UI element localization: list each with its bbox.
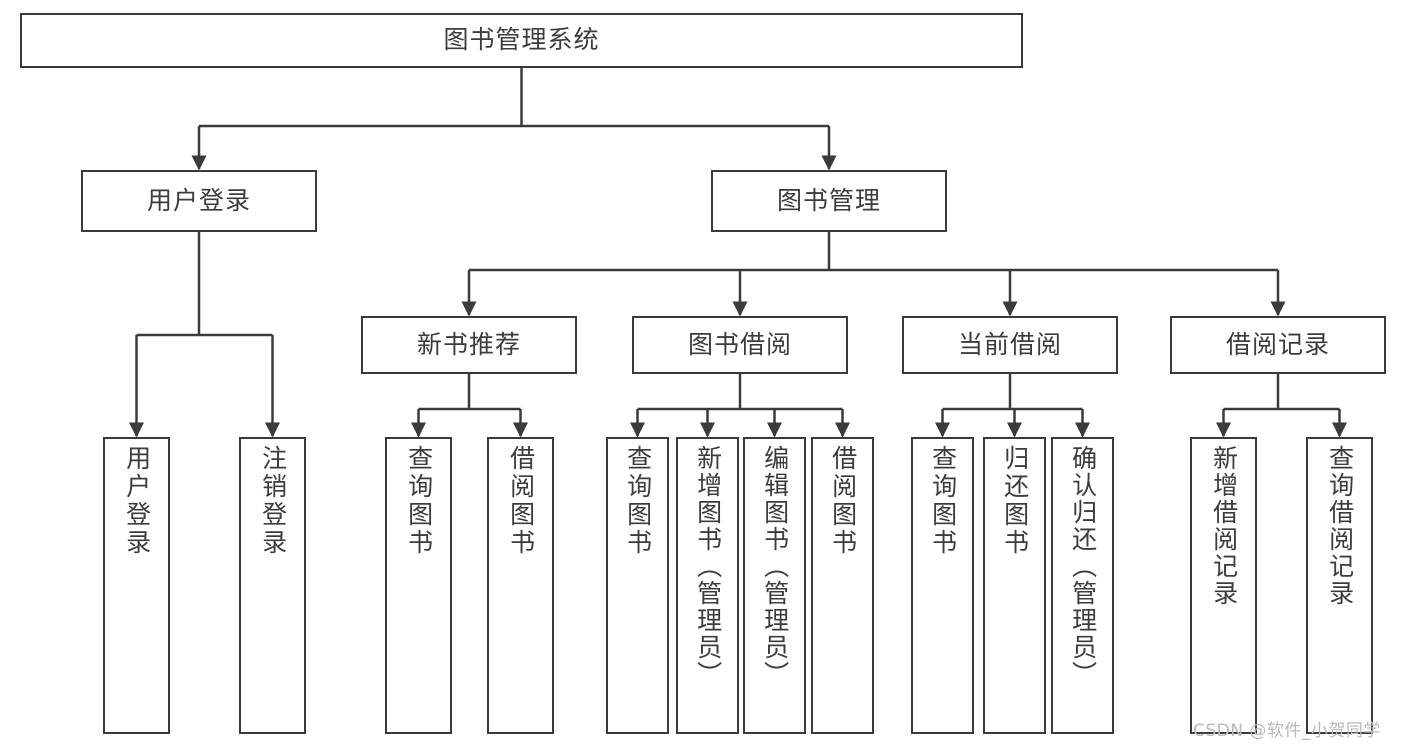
node-label: 图书管理系统 bbox=[443, 25, 600, 55]
node-new-book-recommend[interactable]: 新书推荐 bbox=[361, 316, 577, 374]
node-leaf-confirm-return[interactable]: 确认归还（管理员） bbox=[1051, 437, 1114, 734]
node-label: 新增图书（管理员） bbox=[693, 445, 723, 688]
node-leaf-edit-book[interactable]: 编辑图书（管理员） bbox=[743, 437, 806, 734]
node-label: 借阅记录 bbox=[1225, 329, 1330, 359]
node-root[interactable]: 图书管理系统 bbox=[20, 13, 1023, 68]
node-label: 图书管理 bbox=[776, 185, 881, 215]
node-label: 查询图书 bbox=[623, 445, 653, 557]
node-label: 新增借阅记录 bbox=[1209, 445, 1239, 607]
node-book-borrow[interactable]: 图书借阅 bbox=[632, 316, 848, 374]
node-current-borrow[interactable]: 当前借阅 bbox=[902, 316, 1118, 374]
node-user-login[interactable]: 用户登录 bbox=[81, 170, 317, 232]
node-label: 新书推荐 bbox=[416, 329, 521, 359]
node-leaf-return-book[interactable]: 归还图书 bbox=[983, 437, 1046, 734]
node-label: 借阅图书 bbox=[506, 445, 536, 557]
node-leaf-add-record[interactable]: 新增借阅记录 bbox=[1190, 437, 1257, 734]
node-label: 图书借阅 bbox=[687, 329, 792, 359]
node-leaf-query-book-1[interactable]: 查询图书 bbox=[385, 437, 452, 734]
node-label: 查询借阅记录 bbox=[1325, 445, 1355, 607]
node-label: 编辑图书（管理员） bbox=[760, 445, 790, 688]
node-leaf-query-book-2[interactable]: 查询图书 bbox=[606, 437, 669, 734]
node-label: 用户登录 bbox=[146, 185, 251, 215]
node-book-manage[interactable]: 图书管理 bbox=[711, 170, 947, 232]
node-label: 确认归还（管理员） bbox=[1068, 445, 1098, 688]
node-label: 查询图书 bbox=[928, 445, 958, 557]
node-label: 归还图书 bbox=[1000, 445, 1030, 557]
node-leaf-query-book-3[interactable]: 查询图书 bbox=[911, 437, 974, 734]
node-leaf-logout[interactable]: 注销登录 bbox=[239, 437, 306, 734]
node-label: 注销登录 bbox=[258, 445, 288, 557]
csdn-watermark: CSDN @软件_小贺同学 bbox=[1193, 721, 1381, 741]
node-label: 查询图书 bbox=[404, 445, 434, 557]
node-leaf-borrow-book-1[interactable]: 借阅图书 bbox=[487, 437, 554, 734]
node-label: 用户登录 bbox=[122, 445, 152, 557]
node-leaf-add-book[interactable]: 新增图书（管理员） bbox=[676, 437, 739, 734]
node-borrow-record[interactable]: 借阅记录 bbox=[1170, 316, 1386, 374]
node-leaf-user-login[interactable]: 用户登录 bbox=[103, 437, 170, 734]
node-leaf-query-record[interactable]: 查询借阅记录 bbox=[1306, 437, 1373, 734]
node-label: 借阅图书 bbox=[828, 445, 858, 557]
node-label: 当前借阅 bbox=[957, 329, 1062, 359]
node-leaf-borrow-book-2[interactable]: 借阅图书 bbox=[811, 437, 874, 734]
